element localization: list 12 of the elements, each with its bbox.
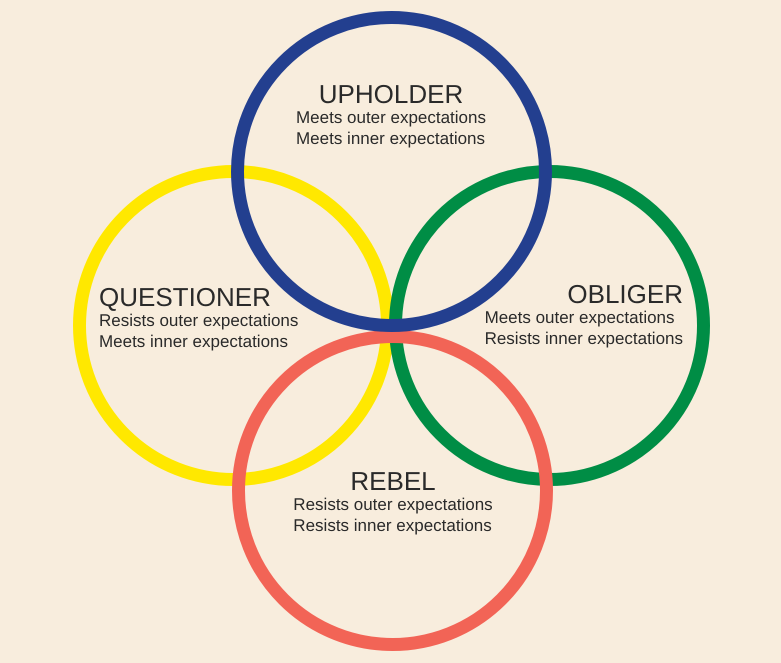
trait-text: Meets inner expectations	[296, 128, 486, 149]
type-heading: OBLIGER	[567, 281, 683, 307]
type-heading: UPHOLDER	[318, 81, 464, 107]
trait-text: Resists outer expectations	[293, 494, 493, 515]
trait-text: Resists outer expectations	[99, 311, 298, 331]
trait-text: Resists inner expectations	[484, 328, 683, 349]
trait-text: Resists inner expectations	[293, 515, 492, 536]
type-heading: REBEL	[350, 468, 436, 494]
trait-text: Meets outer expectations	[296, 107, 486, 128]
trait-text: Meets outer expectations	[484, 307, 675, 328]
type-heading: QUESTIONER	[99, 284, 271, 310]
trait-text: Meets inner expectations	[99, 331, 288, 352]
